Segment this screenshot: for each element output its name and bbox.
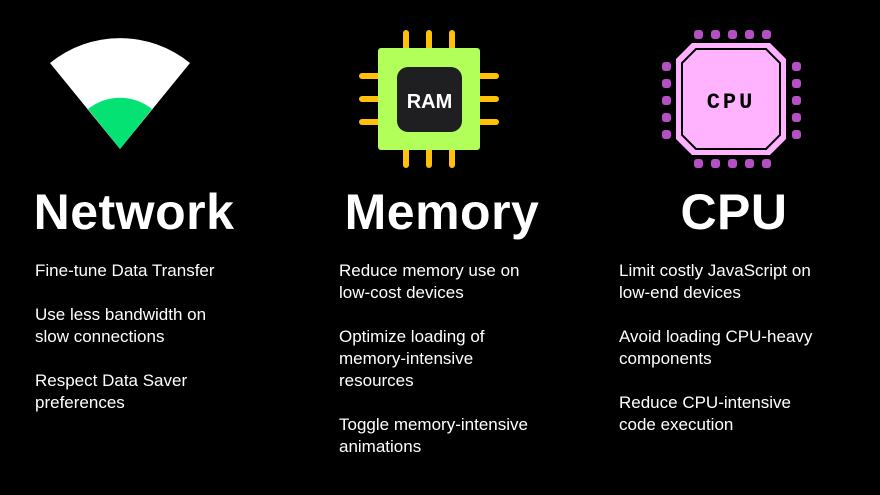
list-item: Limit costly JavaScript on low-end devic… xyxy=(619,261,811,302)
list-item: Reduce CPU-intensive code execution xyxy=(619,393,791,434)
memory-title: Memory xyxy=(344,184,540,240)
list-item: Reduce memory use on low-cost devices xyxy=(339,261,520,302)
list-item: Optimize loading of memory-intensive res… xyxy=(339,327,485,390)
ram-label: RAM xyxy=(407,91,453,113)
ram-chip-icon: RAM xyxy=(359,30,499,168)
list-item: Use less bandwidth on slow connections xyxy=(35,305,207,346)
icons-layer: RAM CPU xyxy=(50,30,801,168)
list-item: Fine-tune Data Transfer xyxy=(35,261,215,280)
list-item: Respect Data Saver preferences xyxy=(35,371,188,412)
wifi-signal-icon xyxy=(50,38,190,150)
memory-list: Reduce memory use on low-cost devices Op… xyxy=(339,260,559,480)
network-title: Network xyxy=(33,184,235,240)
cpu-title: CPU xyxy=(680,184,788,240)
cpu-label: CPU xyxy=(707,90,756,115)
cpu-list: Limit costly JavaScript on low-end devic… xyxy=(619,260,844,458)
cpu-chip-icon: CPU xyxy=(662,30,801,168)
list-item: Toggle memory-intensive animations xyxy=(339,415,528,456)
network-list: Fine-tune Data Transfer Use less bandwid… xyxy=(35,260,265,436)
list-item: Avoid loading CPU-heavy components xyxy=(619,327,813,368)
